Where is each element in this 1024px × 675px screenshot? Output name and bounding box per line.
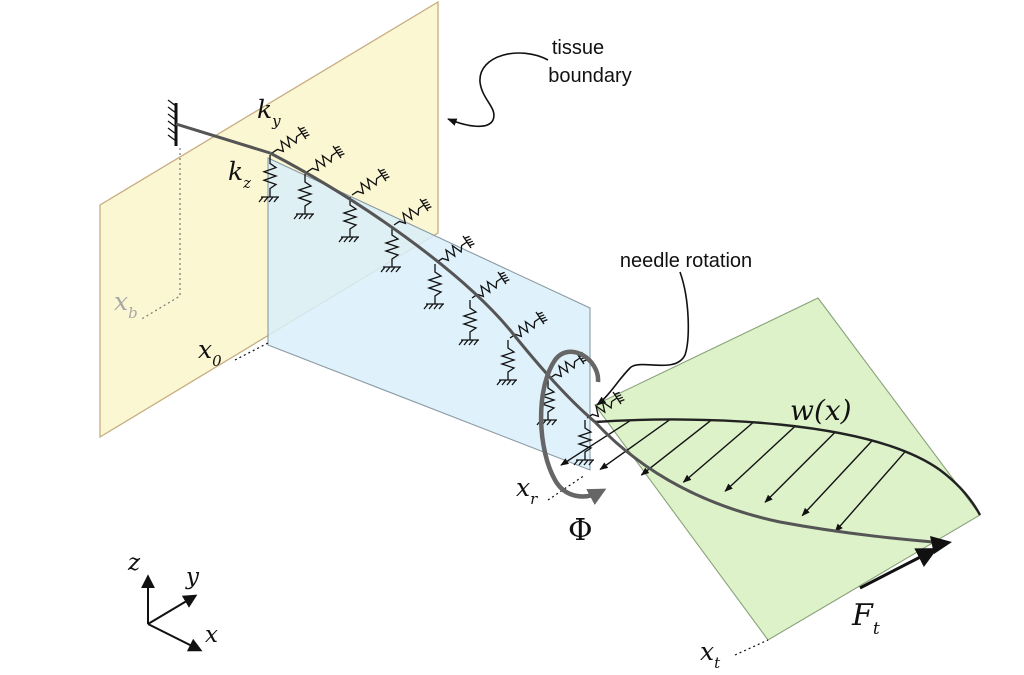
y-spring: [351, 174, 383, 196]
needle-outside-segment: [175, 122, 271, 155]
tissue-springs: [258, 126, 625, 466]
y-spring: [271, 132, 303, 154]
k-y-label: ky: [257, 95, 281, 130]
z-spring: [539, 380, 557, 420]
z-spring: [461, 300, 479, 340]
load-arrow: [682, 421, 754, 483]
k-z-label: kz: [228, 157, 251, 192]
tissue-boundary-label-line2: boundary: [548, 65, 631, 87]
rotation-arrow: [538, 349, 607, 506]
load-arrow: [801, 440, 873, 517]
needle-embedded-segment: [269, 151, 596, 424]
load-arrow: [560, 419, 632, 466]
y-spring: [471, 277, 503, 299]
x-r-label: xr: [516, 473, 538, 508]
axis-x-label: x: [205, 622, 218, 648]
x-t-label: xt: [700, 637, 721, 672]
load-envelope-curve: [594, 418, 982, 516]
ground-icon: [419, 198, 432, 212]
ground-icon: [377, 168, 390, 182]
load-arrow: [599, 418, 671, 471]
ground-icon: [297, 126, 310, 140]
ground-icon: [380, 266, 401, 273]
needle-free-segment: [593, 420, 946, 545]
x-0-label: x0: [198, 335, 222, 370]
fixed-support-icon: [167, 99, 178, 146]
embedded-region-plane: [267, 157, 591, 471]
y-spring: [586, 397, 618, 419]
tissue-boundary-label-line1: tissue: [552, 37, 604, 59]
y-spring: [393, 204, 425, 226]
needle-rotation-callout: [596, 271, 690, 406]
f-t-label: Ft: [851, 598, 880, 639]
coordinate-axes-icon: z y x: [127, 550, 218, 652]
ground-icon: [332, 145, 345, 159]
ground-icon: [496, 379, 517, 386]
ground-icon: [458, 339, 479, 346]
reference-dotted-lines: [139, 148, 769, 656]
y-spring: [306, 151, 338, 173]
tip-force-arrow: [859, 548, 938, 590]
w-x-label: w(x): [790, 394, 852, 427]
ground-icon: [497, 271, 510, 285]
ground-icon: [462, 235, 475, 249]
needle-rotation-label: needle rotation: [620, 250, 752, 272]
ground-icon: [258, 196, 279, 203]
ground-icon: [338, 236, 359, 243]
ground-icon: [573, 459, 594, 466]
phi-label: Φ: [568, 513, 593, 548]
load-arrow: [834, 451, 906, 533]
z-spring: [383, 227, 401, 267]
y-spring: [436, 241, 468, 263]
ground-icon: [612, 391, 625, 405]
load-arrow: [640, 419, 712, 476]
y-spring: [549, 357, 581, 379]
distributed-load-arrows: [560, 418, 906, 533]
load-arrow: [724, 425, 796, 492]
z-spring: [296, 174, 314, 214]
z-spring: [499, 340, 517, 380]
x-b-label: xb: [114, 287, 138, 322]
axis-z-label: z: [127, 550, 141, 576]
ground-icon: [293, 213, 314, 220]
ground-icon: [423, 303, 444, 310]
axis-y-label: y: [185, 564, 200, 590]
load-arrow: [764, 431, 836, 503]
z-spring: [576, 420, 594, 460]
z-spring: [341, 197, 359, 237]
z-spring: [426, 264, 444, 304]
y-spring: [509, 317, 541, 339]
ground-icon: [535, 311, 548, 325]
z-spring: [262, 155, 278, 197]
tissue-boundary-callout: [447, 52, 549, 128]
